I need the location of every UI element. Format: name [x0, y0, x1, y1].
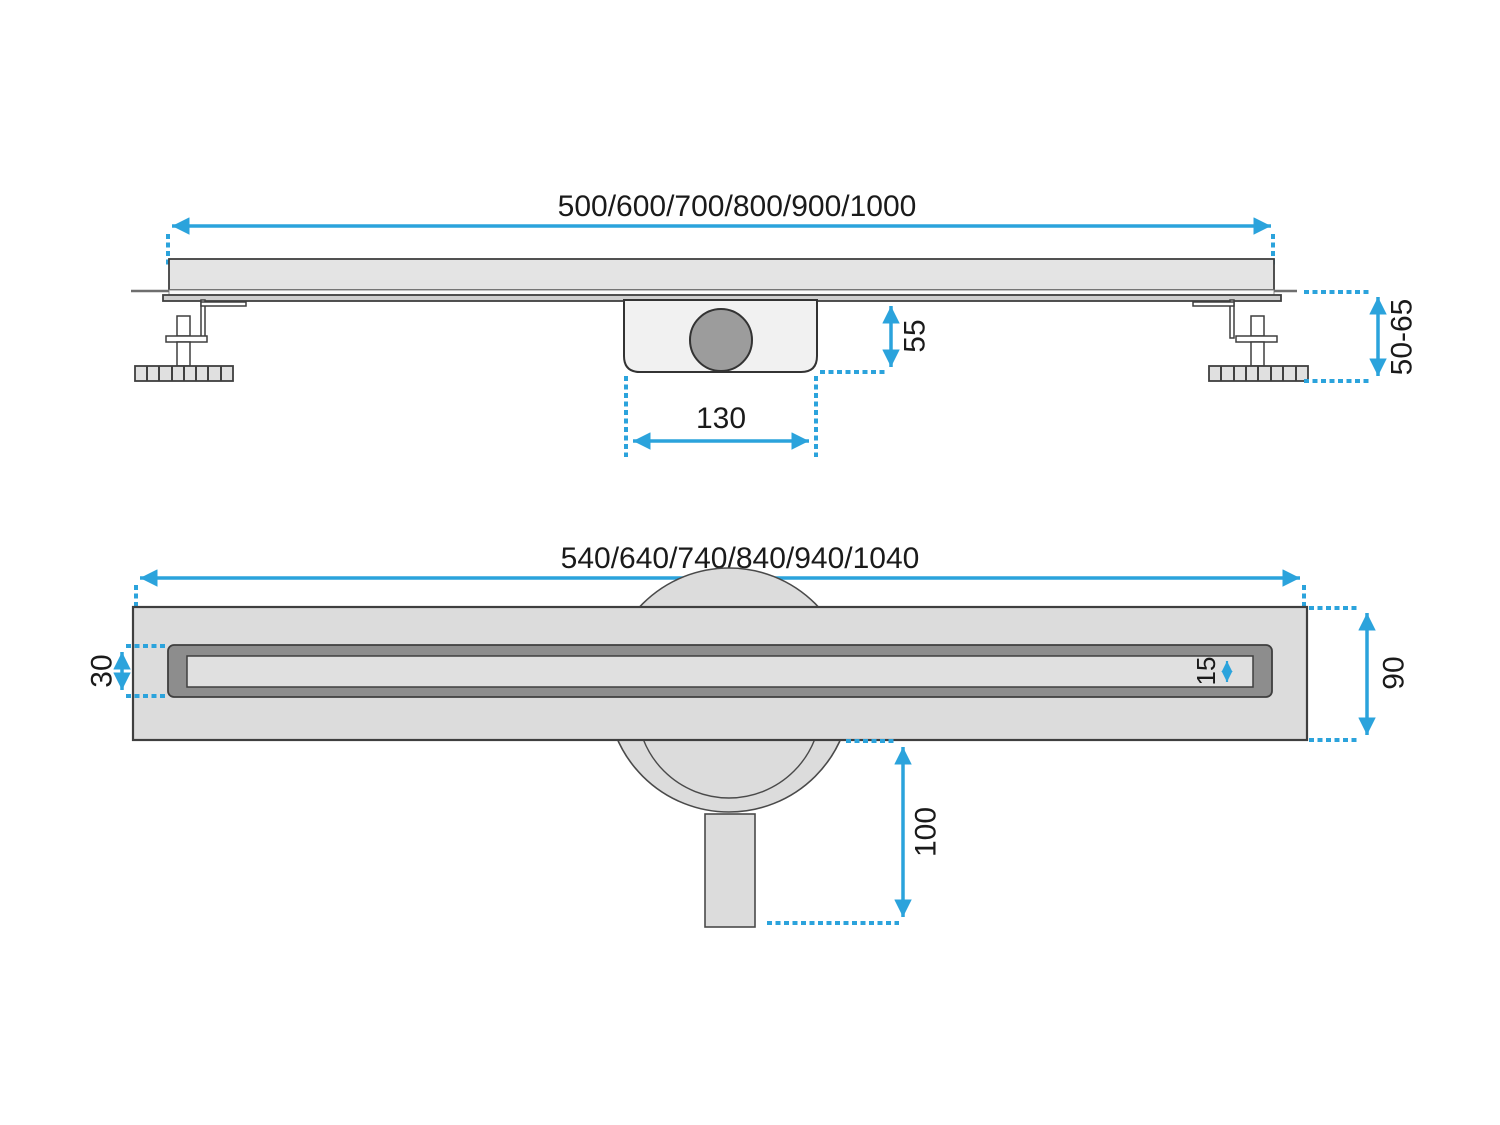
- slot-width-label: 15: [1191, 657, 1221, 686]
- dimension-slot-width: 15: [1191, 657, 1233, 686]
- leg-height-label: 50-65: [1386, 299, 1419, 376]
- foot-knurling: [146, 366, 222, 381]
- outlet-pipe: [704, 813, 756, 928]
- dimension-trap-depth: 55: [820, 306, 932, 374]
- channel-body-side: [131, 258, 1297, 302]
- overall-length-label-top: 500/600/700/800/900/1000: [558, 190, 917, 223]
- grate-width-label: 30: [86, 654, 119, 687]
- bracket-top-arm: [200, 301, 247, 307]
- trap-depth-label: 55: [899, 319, 932, 352]
- bracket-top-arm: [1192, 301, 1235, 307]
- drain-plate: [131, 605, 1309, 742]
- dimension-grate-width: 30: [86, 644, 169, 698]
- dimension-trap-width: 130: [624, 376, 818, 457]
- side-elevation-view: 500/600/700/800/900/1000: [131, 190, 1419, 457]
- bracket-vertical: [1229, 299, 1235, 339]
- plan-view: 540/640/740/840/940/1040 30 15: [86, 542, 1411, 928]
- dimension-leg-height: 50-65: [1304, 290, 1419, 383]
- trap-body: [623, 299, 818, 373]
- leg-rod: [176, 341, 191, 367]
- left-mounting-leg: [134, 299, 247, 382]
- leg-rod-top: [176, 315, 191, 337]
- bracket-plate: [165, 335, 208, 343]
- outlet-offset-label: 100: [910, 807, 943, 857]
- grate-slot: [186, 655, 1254, 688]
- dimension-body-width: 90: [1309, 606, 1411, 742]
- dimension-overall-length-top: 500/600/700/800/900/1000: [166, 190, 1275, 265]
- leg-rod-top: [1250, 315, 1265, 337]
- channel-slab: [168, 258, 1275, 291]
- foot-knurling: [1220, 366, 1297, 381]
- right-mounting-leg: [1192, 299, 1309, 382]
- bracket-plate: [1235, 335, 1278, 343]
- leg-rod: [1250, 341, 1265, 367]
- body-width-label: 90: [1378, 656, 1411, 689]
- outlet-hole: [689, 308, 753, 372]
- dimension-outlet-offset: 100: [767, 739, 943, 925]
- trap-width-label: 130: [696, 402, 746, 435]
